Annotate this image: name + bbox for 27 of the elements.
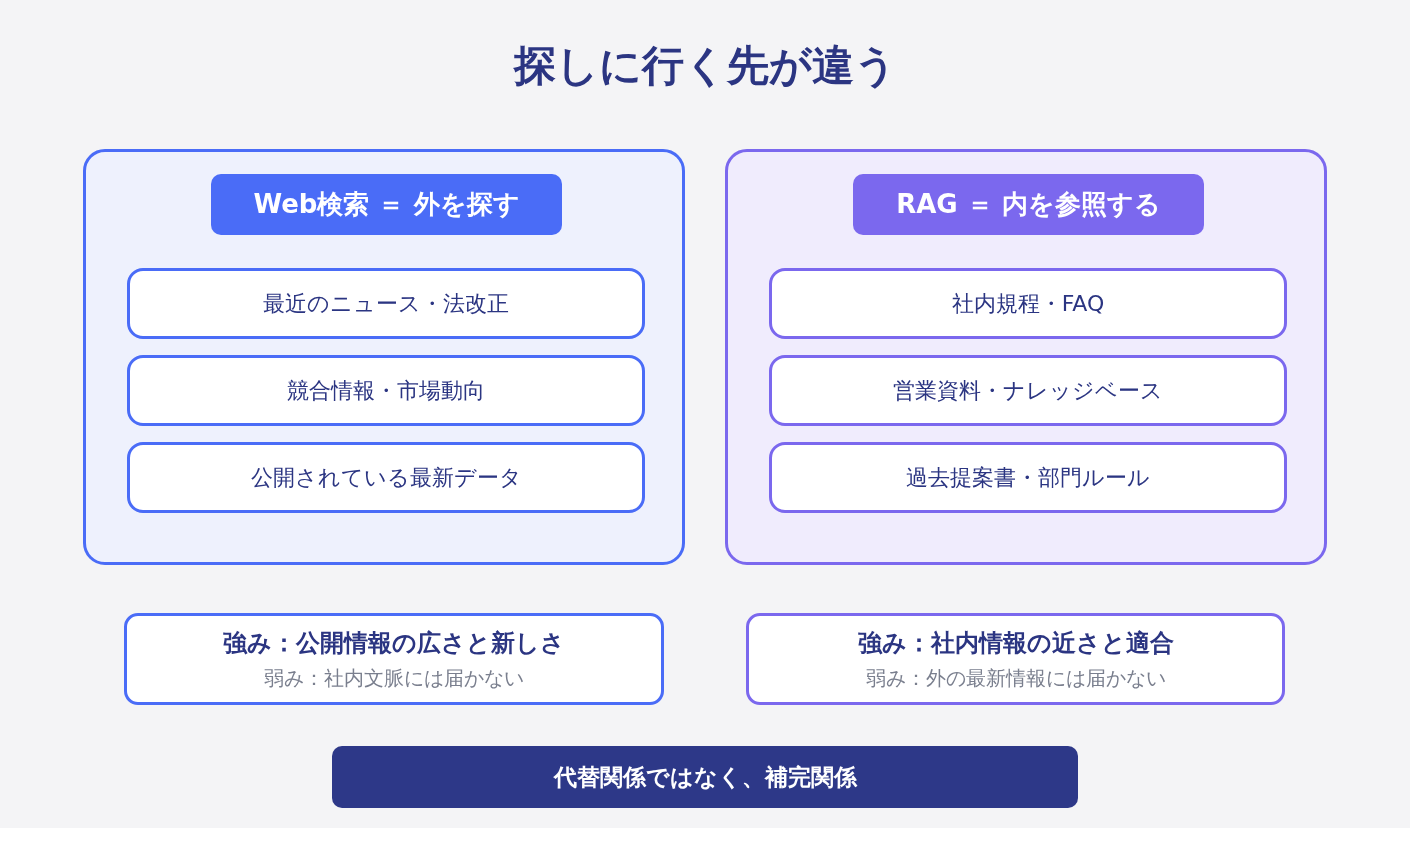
node-text: Web検索 ＝ 外を探す [253, 188, 520, 221]
item-box [769, 355, 1287, 426]
node-text: 競合情報・市場動向 [287, 376, 485, 405]
strength-text: 強み：公開情報の広さと新しさ [223, 627, 565, 659]
group-panel [725, 149, 1327, 565]
diagram-title: 探しに行く先が違う [512, 40, 898, 92]
node-text: RAG ＝ 内を参照する [896, 188, 1161, 221]
weakness-text: 弱み：社内文脈には届かない [264, 664, 524, 692]
summary-box [746, 613, 1285, 705]
node-text: 最近のニュース・法改正 [263, 289, 509, 318]
item-box [127, 355, 645, 426]
weakness-text: 弱み：外の最新情報には届かない [865, 664, 1166, 692]
group-panel [83, 149, 685, 565]
node-text: 過去提案書・部門ルール [906, 463, 1150, 492]
node-text: 社内規程・FAQ [951, 289, 1105, 318]
item-box [127, 268, 645, 339]
conclusion-banner [332, 746, 1078, 808]
summary-box [124, 613, 664, 705]
item-box [769, 442, 1287, 513]
node-text: 営業資料・ナレッジベース [893, 376, 1163, 405]
header-pill [211, 174, 562, 235]
item-box [769, 268, 1287, 339]
node-text: 代替関係ではなく、補完関係 [553, 762, 857, 792]
item-box [127, 442, 645, 513]
strength-text: 強み：社内情報の近さと適合 [857, 627, 1174, 659]
header-pill [853, 174, 1204, 235]
node-text: 公開されている最新データ [250, 463, 522, 492]
